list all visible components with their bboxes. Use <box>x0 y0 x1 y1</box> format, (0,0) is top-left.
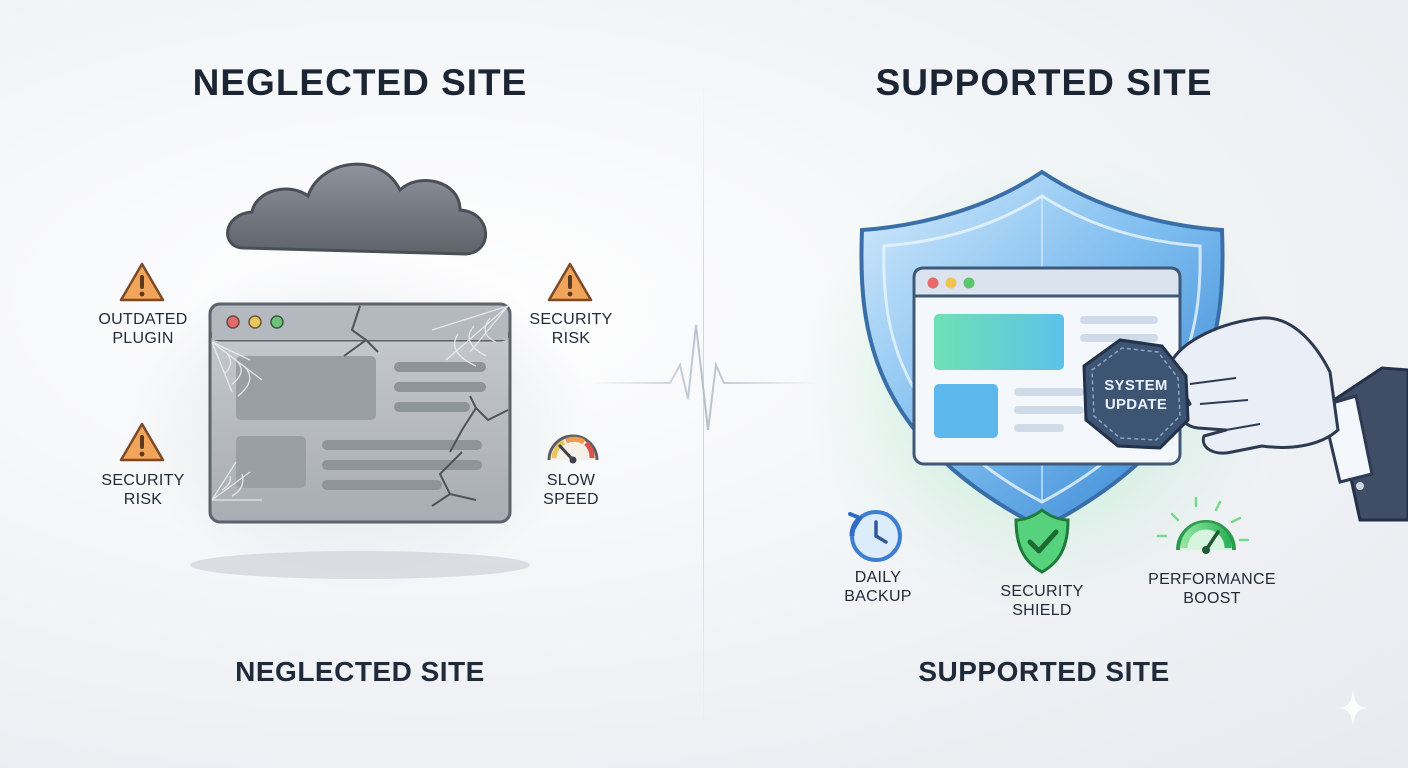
neglected-site-footer: NEGLECTED SITE <box>235 656 485 687</box>
center-divider <box>703 80 704 730</box>
neglected-site-scene <box>119 162 599 590</box>
security-risk-label-top: SECURITY RISK <box>529 311 613 347</box>
sparkle-icon <box>1338 690 1368 726</box>
security-shield-label: SECURITY SHIELD <box>1000 583 1084 619</box>
system-update-badge-label: SYSTEM UPDATE <box>1104 377 1168 413</box>
outdated-plugin-label: OUTDATED PLUGIN <box>98 311 188 347</box>
cloud-icon <box>226 162 488 256</box>
daily-backup-label: DAILY BACKUP <box>844 569 912 605</box>
warning-icon <box>119 262 165 302</box>
supported-site-footer: SUPPORTED SITE <box>918 656 1170 687</box>
gauge-icon <box>1156 496 1250 554</box>
check-shield-icon <box>1014 508 1070 574</box>
security-risk-label-bottom: SECURITY RISK <box>101 472 185 508</box>
backup-clock-icon <box>848 510 902 562</box>
warning-icon <box>119 422 165 462</box>
system-update-badge <box>1082 338 1190 450</box>
slow-speed-label: SLOW SPEED <box>543 472 599 508</box>
performance-boost-label: PERFORMANCE BOOST <box>1148 571 1276 607</box>
heartbeat-icon <box>590 324 820 431</box>
speedometer-icon <box>547 434 599 464</box>
supported-site-heading: SUPPORTED SITE <box>875 62 1213 103</box>
hand-icon <box>1165 316 1408 522</box>
neglected-browser-window <box>208 302 512 524</box>
warning-icon <box>547 262 593 302</box>
neglected-site-heading: NEGLECTED SITE <box>192 62 528 103</box>
